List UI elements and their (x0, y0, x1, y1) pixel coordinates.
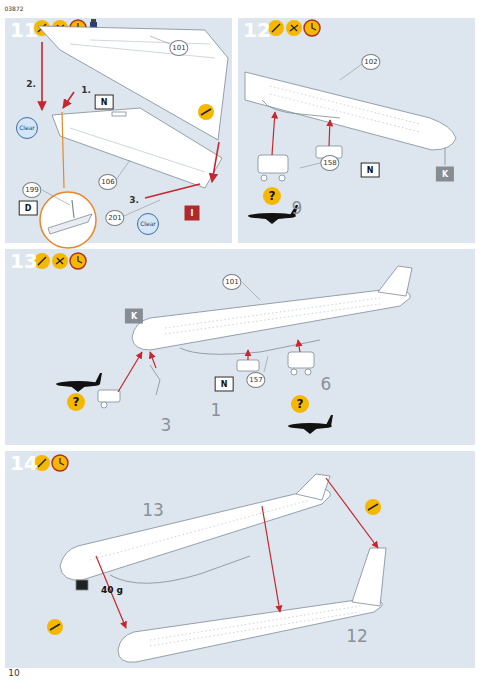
paint-code: Clear (16, 117, 38, 139)
part-number: 102 (361, 54, 380, 70)
step-number: 11 (5, 18, 43, 42)
assembly-arrows (42, 42, 219, 198)
step-number: 12 (238, 18, 276, 42)
detail-inset (40, 192, 96, 248)
part-number: 199 (22, 182, 41, 198)
step-panel (5, 451, 475, 668)
page-number: 10 (8, 668, 19, 678)
option-flag: N (361, 163, 380, 178)
option-flag: N (215, 377, 234, 392)
ballast-weight: 40 g (101, 585, 123, 595)
optional-part-mark: ? (67, 393, 85, 411)
part-number: 201 (105, 210, 124, 226)
glue-icon (47, 104, 381, 635)
part-number: 157 (246, 372, 265, 388)
callout-number: 1 (211, 400, 222, 420)
sequence-number: 1. (81, 85, 91, 95)
aircraft-drawing (60, 474, 386, 662)
step-panel: 14 (5, 451, 475, 668)
step-panel (5, 249, 475, 445)
option-flag: I (185, 206, 200, 221)
sequence-number: 2. (26, 79, 36, 89)
assembly-arrows (272, 112, 330, 155)
option-flag: D (19, 201, 38, 216)
aircraft-silhouette (248, 205, 298, 224)
fuselage-drawing (245, 72, 456, 181)
callout-number: 3 (161, 415, 172, 435)
step-number: 14 (5, 451, 43, 475)
aircraft-silhouette (56, 373, 333, 434)
part-number: 101 (169, 40, 188, 56)
wing-drawing (38, 26, 228, 188)
part-number: 101 (222, 274, 241, 290)
option-flag: K (436, 167, 454, 182)
step-panel (5, 18, 232, 243)
step-panel (238, 18, 475, 243)
option-flag: N (95, 95, 114, 110)
paint-code: Clear (137, 213, 159, 235)
assembly-arrows (118, 340, 300, 392)
optional-part-mark: ? (291, 395, 309, 413)
callout-number: 9 (292, 198, 303, 218)
callout-number: 13 (142, 500, 164, 520)
optional-part-mark: ? (263, 187, 281, 205)
step-panel: 12 (238, 18, 475, 243)
callout-number: 6 (321, 374, 332, 394)
step-number: 13 (5, 249, 43, 273)
assembly-arrows (96, 478, 378, 628)
part-number: 158 (320, 155, 339, 171)
fuselage-drawing (98, 266, 412, 408)
article-number: 03872 (4, 5, 23, 12)
callout-number: 12 (346, 626, 368, 646)
part-number: 106 (98, 174, 117, 190)
option-flag: K (125, 309, 143, 324)
sequence-number: 3. (129, 195, 139, 205)
